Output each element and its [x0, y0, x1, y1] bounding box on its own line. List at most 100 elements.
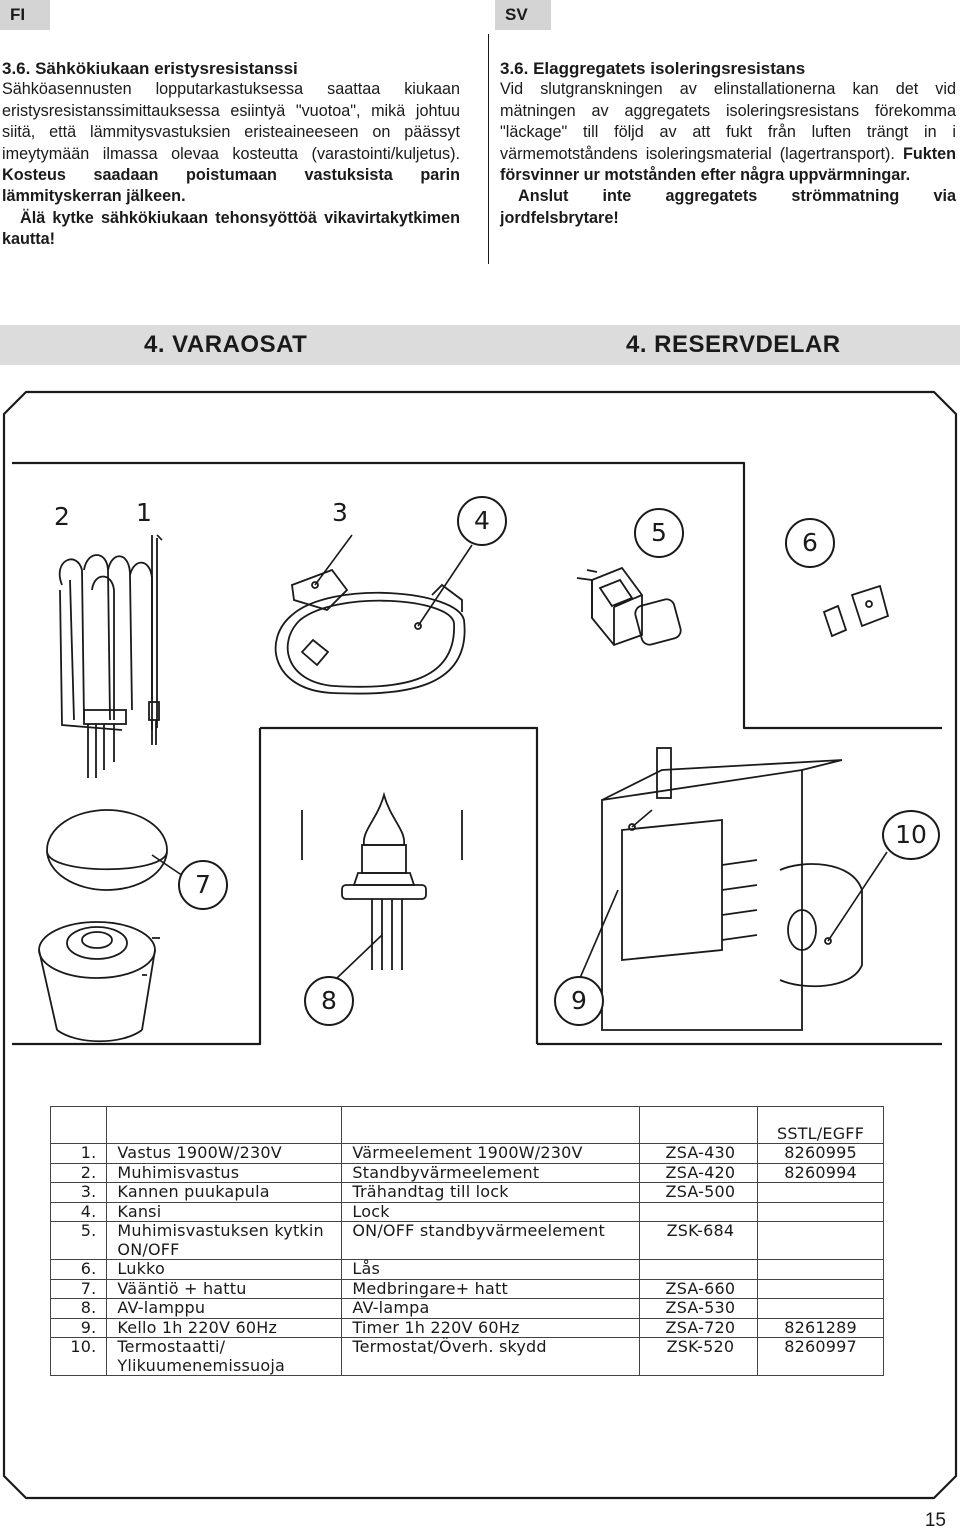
cell-sv: ON/OFF standbyvärmeelement [341, 1221, 640, 1260]
cell-sv: Standbyvärmeelement [341, 1162, 640, 1183]
fi-section-heading: 3.6. Sähkökiukaan eristysresistanssi [2, 59, 298, 78]
sv-spare-parts-title: 4. RESERVDELAR [626, 331, 841, 358]
knob-drawing [38, 809, 168, 1043]
cell-fi: Vastus 1900W/230V [106, 1143, 343, 1164]
cell-fi: Kello 1h 220V 60Hz [106, 1317, 343, 1338]
timer-thermostat-drawing [601, 747, 863, 1031]
cell-sstl [757, 1298, 884, 1319]
fi-spare-parts-title: 4. VARAOSAT [144, 331, 308, 358]
sv-body: Vid slutgranskningen av elinstallationer… [500, 80, 956, 163]
cell-code: ZSA-420 [638, 1162, 759, 1183]
lock-drawing [822, 584, 890, 638]
cell-code: ZSK-520 [638, 1337, 759, 1376]
cell-code: ZSA-430 [638, 1143, 759, 1164]
outer-frame [2, 390, 958, 1500]
column-divider [488, 34, 489, 264]
cell-code: ZSA-530 [638, 1298, 759, 1319]
sv-bold-note: Fukten försvinner ur motstånden efter nå… [500, 144, 956, 185]
cell-sstl: 8261289 [757, 1317, 884, 1338]
sensor-guard-drawing [274, 568, 466, 695]
page-number: 15 [924, 1510, 946, 1531]
cell-fi: Kansi [106, 1201, 343, 1222]
cell-num: 9. [49, 1317, 108, 1338]
cell-num: 7. [49, 1278, 108, 1299]
fi-body: Sähköasennusten lopputarkastuksessa saat… [2, 80, 460, 163]
callout-2: 2 [54, 502, 70, 531]
cell-sv: Timer 1h 220V 60Hz [341, 1317, 640, 1338]
callout-8: 8 [304, 976, 354, 1026]
cell-fi: Termostaatti/ Ylikuumenemissuoja [106, 1337, 343, 1376]
cell-code: ZSA-720 [638, 1317, 759, 1338]
cell-code [638, 1259, 759, 1280]
cell-sstl [757, 1221, 884, 1260]
language-tab-sv: SV [495, 0, 551, 30]
switch-drawing [576, 566, 682, 647]
sv-body-text: Vid slutgranskningen av elinstallationer… [500, 79, 956, 186]
fi-bold-note: Kosteus saadaan poistumaan vastuksista p… [2, 166, 460, 206]
cell-sv: Termostat/Överh. skydd [341, 1337, 640, 1376]
cell-fi: Kannen puukapula [106, 1182, 343, 1203]
cell-sstl: 8260997 [757, 1337, 884, 1376]
cell-sv: Lock [341, 1201, 640, 1222]
lamp-drawing [301, 791, 463, 970]
swedish-column: 3.6. Elaggregatets isoleringsresistans V… [500, 58, 956, 229]
cell-sv: Medbringare+ hatt [341, 1278, 640, 1299]
cell-num: 2. [49, 1162, 108, 1183]
cell-sstl: 8260994 [757, 1162, 884, 1183]
panel-line-mid [260, 726, 539, 1044]
sstl-header: SSTL/EGFF [757, 1106, 884, 1144]
callout-6: 6 [785, 518, 835, 568]
sv-warning: Anslut inte aggregatets strömmatning via… [500, 187, 956, 227]
callout-leaders [151, 534, 888, 979]
fi-body-text: Sähköasennusten lopputarkastuksessa saat… [2, 79, 460, 207]
cell-num: 6. [49, 1259, 108, 1280]
cell-sstl [757, 1278, 884, 1299]
callout-1: 1 [136, 498, 152, 527]
parts-illustration [2, 390, 958, 1500]
cell-num: 8. [49, 1298, 108, 1319]
cell-sstl [757, 1201, 884, 1222]
cell-fi: Lukko [106, 1259, 343, 1280]
callout-5: 5 [634, 508, 684, 558]
panel-line-left [12, 728, 262, 1046]
cell-sstl [757, 1259, 884, 1280]
cell-code: ZSA-660 [638, 1278, 759, 1299]
cell-code [638, 1201, 759, 1222]
cell-sv: Lås [341, 1259, 640, 1280]
finnish-column: 3.6. Sähkökiukaan eristysresistanssi Säh… [2, 58, 460, 251]
cell-code: ZSA-500 [638, 1182, 759, 1203]
sv-section-heading: 3.6. Elaggregatets isoleringsresistans [500, 59, 806, 78]
language-tab-fi: FI [0, 0, 50, 30]
callout-7: 7 [178, 860, 228, 910]
panel-line-top [12, 461, 942, 730]
cell-fi: Muhimisvastus [106, 1162, 343, 1183]
cell-sv: Värmeelement 1900W/230V [341, 1143, 640, 1164]
callout-10: 10 [882, 810, 940, 860]
spare-parts-diagram: 2 1 3 4 5 6 7 8 9 10 [2, 390, 958, 1500]
callout-3: 3 [332, 498, 348, 527]
cell-num: 3. [49, 1182, 108, 1203]
cell-num: 10. [49, 1337, 108, 1376]
cell-code: ZSK-684 [638, 1221, 759, 1260]
section-title-band: 4. VARAOSAT 4. RESERVDELAR [0, 325, 960, 365]
cell-sstl [757, 1182, 884, 1203]
cell-fi: Muhimisvastuksen kytkin ON/OFF [106, 1221, 343, 1260]
fi-warning: Älä kytke sähkökiukaan tehonsyöttöä vika… [2, 208, 460, 249]
cell-sv: AV-lampa [341, 1298, 640, 1319]
cell-fi: AV-lamppu [106, 1298, 343, 1319]
cell-num: 1. [49, 1143, 108, 1164]
cell-num: 5. [49, 1221, 108, 1260]
heating-element-drawing [58, 535, 160, 778]
table-header-row: SSTL/EGFF [49, 1106, 884, 1144]
callout-4: 4 [457, 496, 507, 546]
